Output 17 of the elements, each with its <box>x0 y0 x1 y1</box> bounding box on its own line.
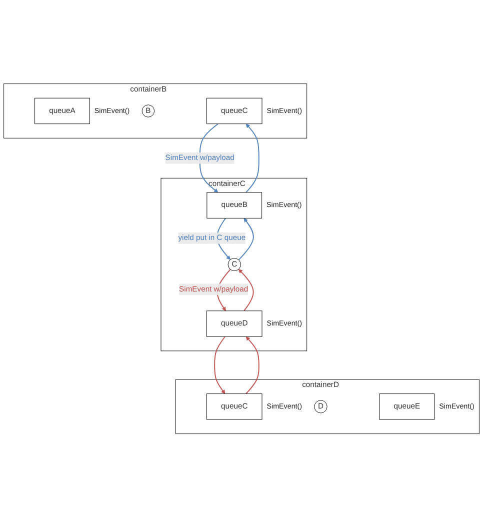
node-box <box>379 394 435 420</box>
node-circle <box>314 400 328 414</box>
cluster <box>4 84 308 139</box>
node-circle <box>142 104 155 118</box>
node-box <box>34 98 90 124</box>
node-box <box>206 98 262 124</box>
arrow <box>246 124 260 194</box>
node-circle <box>228 258 241 272</box>
arrow <box>238 218 254 261</box>
arrow <box>246 336 260 394</box>
arrow <box>238 269 254 312</box>
node-box <box>206 394 262 420</box>
arrow <box>214 336 226 394</box>
node-box <box>206 192 262 219</box>
cluster <box>176 379 480 434</box>
node-box <box>206 310 262 338</box>
cluster <box>160 178 308 352</box>
